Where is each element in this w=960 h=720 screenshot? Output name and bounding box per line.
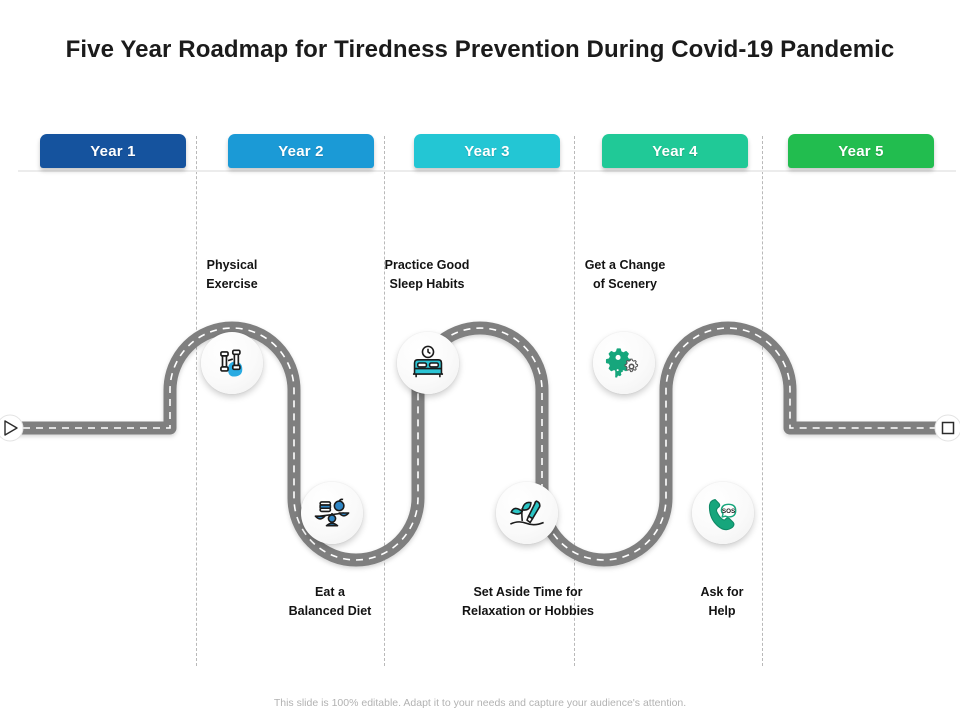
step-caption-2-line2: Balanced Diet [288, 604, 372, 618]
step-caption-2-line1: Eat a [315, 585, 345, 599]
balance-scale-food-icon [314, 498, 350, 527]
year-column-4: Year 4 [580, 130, 770, 180]
step-icon-5-gears[interactable] [593, 332, 655, 394]
step-icon-4-plant-trowel[interactable] [496, 482, 558, 544]
step-icon-1-dumbbells[interactable] [201, 332, 263, 394]
step-caption-2: Eat a Balanced Diet [230, 583, 430, 621]
year-badge-label-1: Year 1 [90, 142, 136, 160]
step-caption-4-line2: Relaxation or Hobbies [462, 604, 594, 618]
year-underline-5 [766, 170, 956, 172]
step-icon-3-bed-clock[interactable] [397, 332, 459, 394]
year-badge-label-3: Year 3 [464, 142, 510, 160]
road-lane-marking [10, 327, 944, 561]
step-caption-6: Ask for Help [622, 583, 822, 621]
step-caption-1: Physical Exercise [132, 256, 332, 294]
step-caption-5-line1: Get a Change [584, 258, 666, 272]
year-underline-3 [392, 170, 582, 172]
year-column-1: Year 1 [18, 130, 208, 180]
page-title: Five Year Roadmap for Tiredness Preventi… [65, 36, 895, 63]
step-caption-1-line1: Physical [206, 258, 258, 272]
svg-text:SOS: SOS [722, 508, 735, 515]
bed-clock-icon [412, 345, 444, 378]
step-caption-6-line2: Help [708, 604, 736, 618]
plant-trowel-icon [510, 500, 544, 526]
year-badge-1[interactable]: Year 1 [40, 134, 186, 168]
year-underline-2 [206, 170, 396, 172]
step-caption-5-line2: of Scenery [593, 277, 657, 291]
year-underline-1 [18, 170, 208, 172]
dumbbells-icon [220, 349, 243, 377]
year-column-3: Year 3 [392, 130, 582, 180]
year-underline-4 [580, 170, 770, 172]
step-caption-1-line2: Exercise [206, 277, 258, 291]
year-badge-label-2: Year 2 [278, 142, 324, 160]
year-badge-2[interactable]: Year 2 [228, 134, 374, 168]
year-column-2: Year 2 [206, 130, 396, 180]
year-badge-label-4: Year 4 [652, 142, 698, 160]
step-caption-3-line1: Practice Good [384, 258, 470, 272]
step-caption-3-line2: Sleep Habits [389, 277, 465, 291]
year-badge-5[interactable]: Year 5 [788, 134, 934, 168]
step-icon-2-balance-scale[interactable] [301, 482, 363, 544]
road-surface [10, 321, 944, 567]
phone-sos-icon: SOS [708, 498, 737, 531]
step-caption-4-line1: Set Aside Time for [473, 585, 583, 599]
step-caption-3: Practice Good Sleep Habits [327, 256, 527, 294]
step-caption-6-line1: Ask for [700, 585, 744, 599]
stop-square-icon [934, 414, 960, 442]
step-caption-5: Get a Change of Scenery [525, 256, 725, 294]
footer-note: This slide is 100% editable. Adapt it to… [273, 697, 687, 709]
play-triangle-icon [0, 414, 24, 442]
step-icon-6-phone-sos[interactable]: SOS [692, 482, 754, 544]
year-badge-3[interactable]: Year 3 [414, 134, 560, 168]
column-separator-1 [196, 136, 197, 666]
year-badge-4[interactable]: Year 4 [602, 134, 748, 168]
year-badge-label-5: Year 5 [838, 142, 884, 160]
step-caption-4: Set Aside Time for Relaxation or Hobbies [398, 583, 658, 621]
year-column-5: Year 5 [766, 130, 956, 180]
gears-icon [605, 348, 639, 378]
